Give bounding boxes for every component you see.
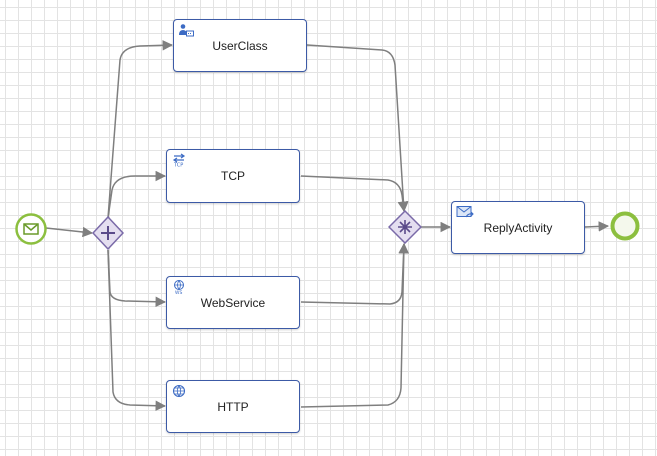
- connector-start-to-split[interactable]: [45, 226, 94, 238]
- connector-tcp-to-join[interactable]: [300, 175, 409, 213]
- start-event[interactable]: [14, 212, 48, 246]
- activity-webservice[interactable]: WS WebService: [166, 276, 300, 329]
- activity-http-label: HTTP: [217, 399, 249, 414]
- connector-reply-to-end[interactable]: [584, 221, 610, 232]
- reply-envelope-icon: [456, 206, 474, 218]
- asterisk-icon: [387, 209, 423, 245]
- connector-http-to-join[interactable]: [300, 242, 410, 408]
- activity-reply-label: ReplyActivity: [483, 220, 553, 235]
- connector-split-to-http[interactable]: [107, 249, 167, 411]
- split-gateway[interactable]: [91, 215, 125, 251]
- activity-webservice-label: WebService: [200, 295, 266, 310]
- globe-icon: [172, 384, 186, 398]
- tcp-icon: TCP: [172, 153, 186, 168]
- activity-userclass[interactable]: UserClass: [173, 19, 307, 72]
- activity-http[interactable]: HTTP: [166, 380, 300, 433]
- activity-userclass-label: UserClass: [212, 38, 268, 53]
- activity-tcp-label: TCP: [221, 169, 245, 183]
- svg-text:WS: WS: [175, 290, 182, 294]
- webservice-icon: WS: [174, 280, 184, 294]
- connector-split-to-tcp[interactable]: [107, 170, 167, 219]
- connector-userclass-to-join[interactable]: [306, 44, 409, 213]
- join-gateway[interactable]: [387, 209, 423, 245]
- end-event-circle: [610, 211, 640, 241]
- activity-tcp[interactable]: TCP TCP: [166, 149, 300, 203]
- activity-reply[interactable]: ReplyActivity: [451, 201, 585, 254]
- connector-split-to-userclass[interactable]: [107, 40, 174, 219]
- connector-split-to-webservice[interactable]: [107, 249, 167, 308]
- svg-text:TCP: TCP: [173, 163, 183, 168]
- user-class-icon: [179, 24, 194, 37]
- envelope-icon: [15, 213, 47, 245]
- connector-webservice-to-join[interactable]: [300, 242, 409, 305]
- end-event[interactable]: [609, 210, 641, 242]
- plus-icon: [91, 215, 125, 251]
